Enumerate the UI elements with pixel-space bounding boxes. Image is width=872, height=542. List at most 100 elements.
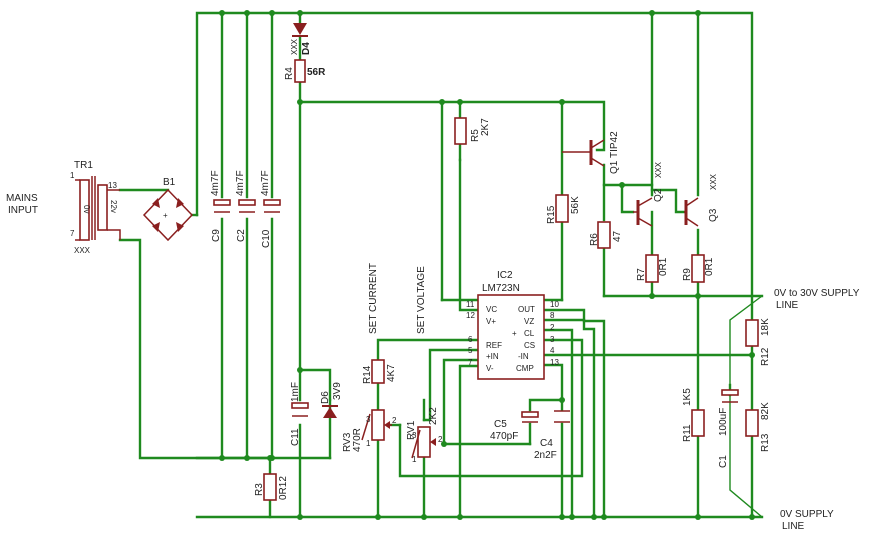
tr1-secondary: 22v — [109, 200, 118, 213]
mains-input-label-1: MAINS — [6, 193, 38, 204]
tr1-pin7: 7 — [70, 229, 75, 238]
svg-text:C5: C5 — [494, 419, 507, 430]
svg-text:REF: REF — [486, 341, 502, 350]
svg-text:100uF: 100uF — [718, 408, 729, 436]
set-voltage-label: SET VOLTAGE — [416, 266, 427, 334]
svg-text:R13: R13 — [760, 433, 771, 452]
svg-text:R4: R4 — [284, 67, 295, 80]
svg-text:1K5: 1K5 — [682, 388, 693, 406]
tr1-pin13: 13 — [108, 181, 117, 190]
wires — [118, 11, 764, 519]
svg-text:+IN: +IN — [486, 352, 499, 361]
svg-text:2: 2 — [392, 416, 397, 425]
svg-text:2K2: 2K2 — [428, 407, 439, 425]
svg-text:XXX: XXX — [290, 38, 299, 55]
svg-text:10: 10 — [550, 300, 559, 309]
svg-text:CS: CS — [524, 341, 535, 350]
svg-text:1mF: 1mF — [290, 382, 301, 402]
svg-text:4m7F: 4m7F — [235, 170, 246, 196]
svg-text:2K7: 2K7 — [480, 118, 491, 136]
svg-text:D6: D6 — [320, 391, 331, 404]
potentiometer-rv3: RV3 470R 3 2 1 — [342, 409, 397, 452]
transistor-q1: Q1 TIP42 — [562, 131, 620, 174]
svg-text:R14: R14 — [362, 365, 373, 384]
svg-text:C1: C1 — [718, 455, 729, 468]
svg-text:XXX: XXX — [654, 161, 663, 178]
tr1-primary: 0v — [82, 205, 91, 213]
svg-text:1: 1 — [366, 439, 371, 448]
svg-text:RV3: RV3 — [342, 432, 353, 452]
transistor-q3: Q3 XXX — [684, 173, 719, 227]
svg-text:7: 7 — [468, 358, 473, 367]
svg-text:56K: 56K — [570, 196, 581, 214]
svg-text:12: 12 — [466, 311, 475, 320]
diode-d4: D4 XXX — [290, 23, 312, 55]
svg-text:4K7: 4K7 — [386, 364, 397, 382]
svg-text:R3: R3 — [254, 483, 265, 496]
svg-text:3V9: 3V9 — [332, 382, 343, 400]
capacitor-c11: 1mF C11 — [290, 382, 309, 446]
transistor-q2: Q2 XXX — [633, 161, 664, 227]
capacitor-c10: 4m7F C10 — [260, 170, 281, 248]
svg-text:3: 3 — [366, 415, 371, 424]
svg-text:R12: R12 — [760, 347, 771, 366]
resistor-r7: R7 0R1 — [636, 254, 669, 283]
capacitor-c9: 4m7F C9 — [210, 170, 231, 242]
svg-text:1: 1 — [412, 455, 417, 464]
resistor-r6: R6 47 — [589, 221, 623, 249]
svg-text:470pF: 470pF — [490, 431, 518, 442]
resistor-r4: R4 56R — [284, 59, 326, 83]
svg-text:CL: CL — [524, 329, 535, 338]
resistor-r13: 82K R13 — [745, 402, 771, 452]
capacitor-c5: C5 470pF — [490, 411, 539, 442]
svg-text:R5: R5 — [470, 129, 481, 142]
svg-text:+: + — [512, 329, 517, 338]
svg-text:C2: C2 — [236, 229, 247, 242]
svg-text:V+: V+ — [486, 317, 496, 326]
svg-text:6: 6 — [468, 335, 473, 344]
zero-supply-label-2: LINE — [782, 521, 805, 532]
mains-input-label-2: INPUT — [8, 205, 38, 216]
svg-text:D4: D4 — [301, 42, 312, 55]
capacitor-c1: 100uF C1 — [718, 389, 739, 468]
svg-text:R11: R11 — [682, 424, 693, 442]
zero-supply-label-1: 0V SUPPLY — [780, 509, 834, 520]
svg-text:5: 5 — [468, 346, 473, 355]
svg-text:0R1: 0R1 — [704, 257, 715, 276]
svg-text:18K: 18K — [760, 318, 771, 336]
svg-text:3: 3 — [412, 431, 417, 440]
svg-text:4m7F: 4m7F — [260, 170, 271, 196]
svg-text:56R: 56R — [307, 67, 326, 78]
svg-text:RV1: RV1 — [406, 420, 417, 440]
output-supply-label-2: LINE — [776, 300, 799, 311]
svg-text:OUT: OUT — [518, 305, 535, 314]
resistor-r9: R9 0R1 — [682, 254, 715, 283]
set-current-label: SET CURRENT — [368, 263, 379, 334]
svg-text:VC: VC — [486, 305, 497, 314]
svg-text:4m7F: 4m7F — [210, 170, 221, 196]
capacitor-c2: 4m7F C2 — [235, 170, 256, 242]
output-supply-label-1: 0V to 30V SUPPLY — [774, 288, 860, 299]
svg-text:2: 2 — [550, 323, 555, 332]
svg-text:8: 8 — [550, 311, 555, 320]
svg-text:R6: R6 — [589, 233, 600, 246]
svg-text:-IN: -IN — [518, 352, 529, 361]
zener-d6: D6 3V9 — [320, 382, 343, 418]
svg-text:IC2: IC2 — [497, 270, 513, 281]
svg-text:Q3: Q3 — [708, 208, 719, 222]
svg-text:0R12: 0R12 — [278, 476, 289, 500]
svg-text:2: 2 — [438, 435, 443, 444]
bridge-rectifier-b1: + B1 — [142, 177, 194, 242]
svg-text:C10: C10 — [261, 229, 272, 248]
svg-text:2n2F: 2n2F — [534, 450, 557, 461]
svg-text:LM723N: LM723N — [482, 283, 520, 294]
svg-text:VZ: VZ — [524, 317, 534, 326]
svg-text:82K: 82K — [760, 402, 771, 420]
resistor-r12: 18K R12 — [745, 318, 771, 366]
svg-text:+: + — [163, 211, 168, 220]
svg-text:11: 11 — [466, 300, 475, 309]
svg-text:V-: V- — [486, 364, 494, 373]
svg-text:470R: 470R — [352, 428, 363, 452]
capacitor-c4: C4 2n2F — [534, 410, 570, 461]
